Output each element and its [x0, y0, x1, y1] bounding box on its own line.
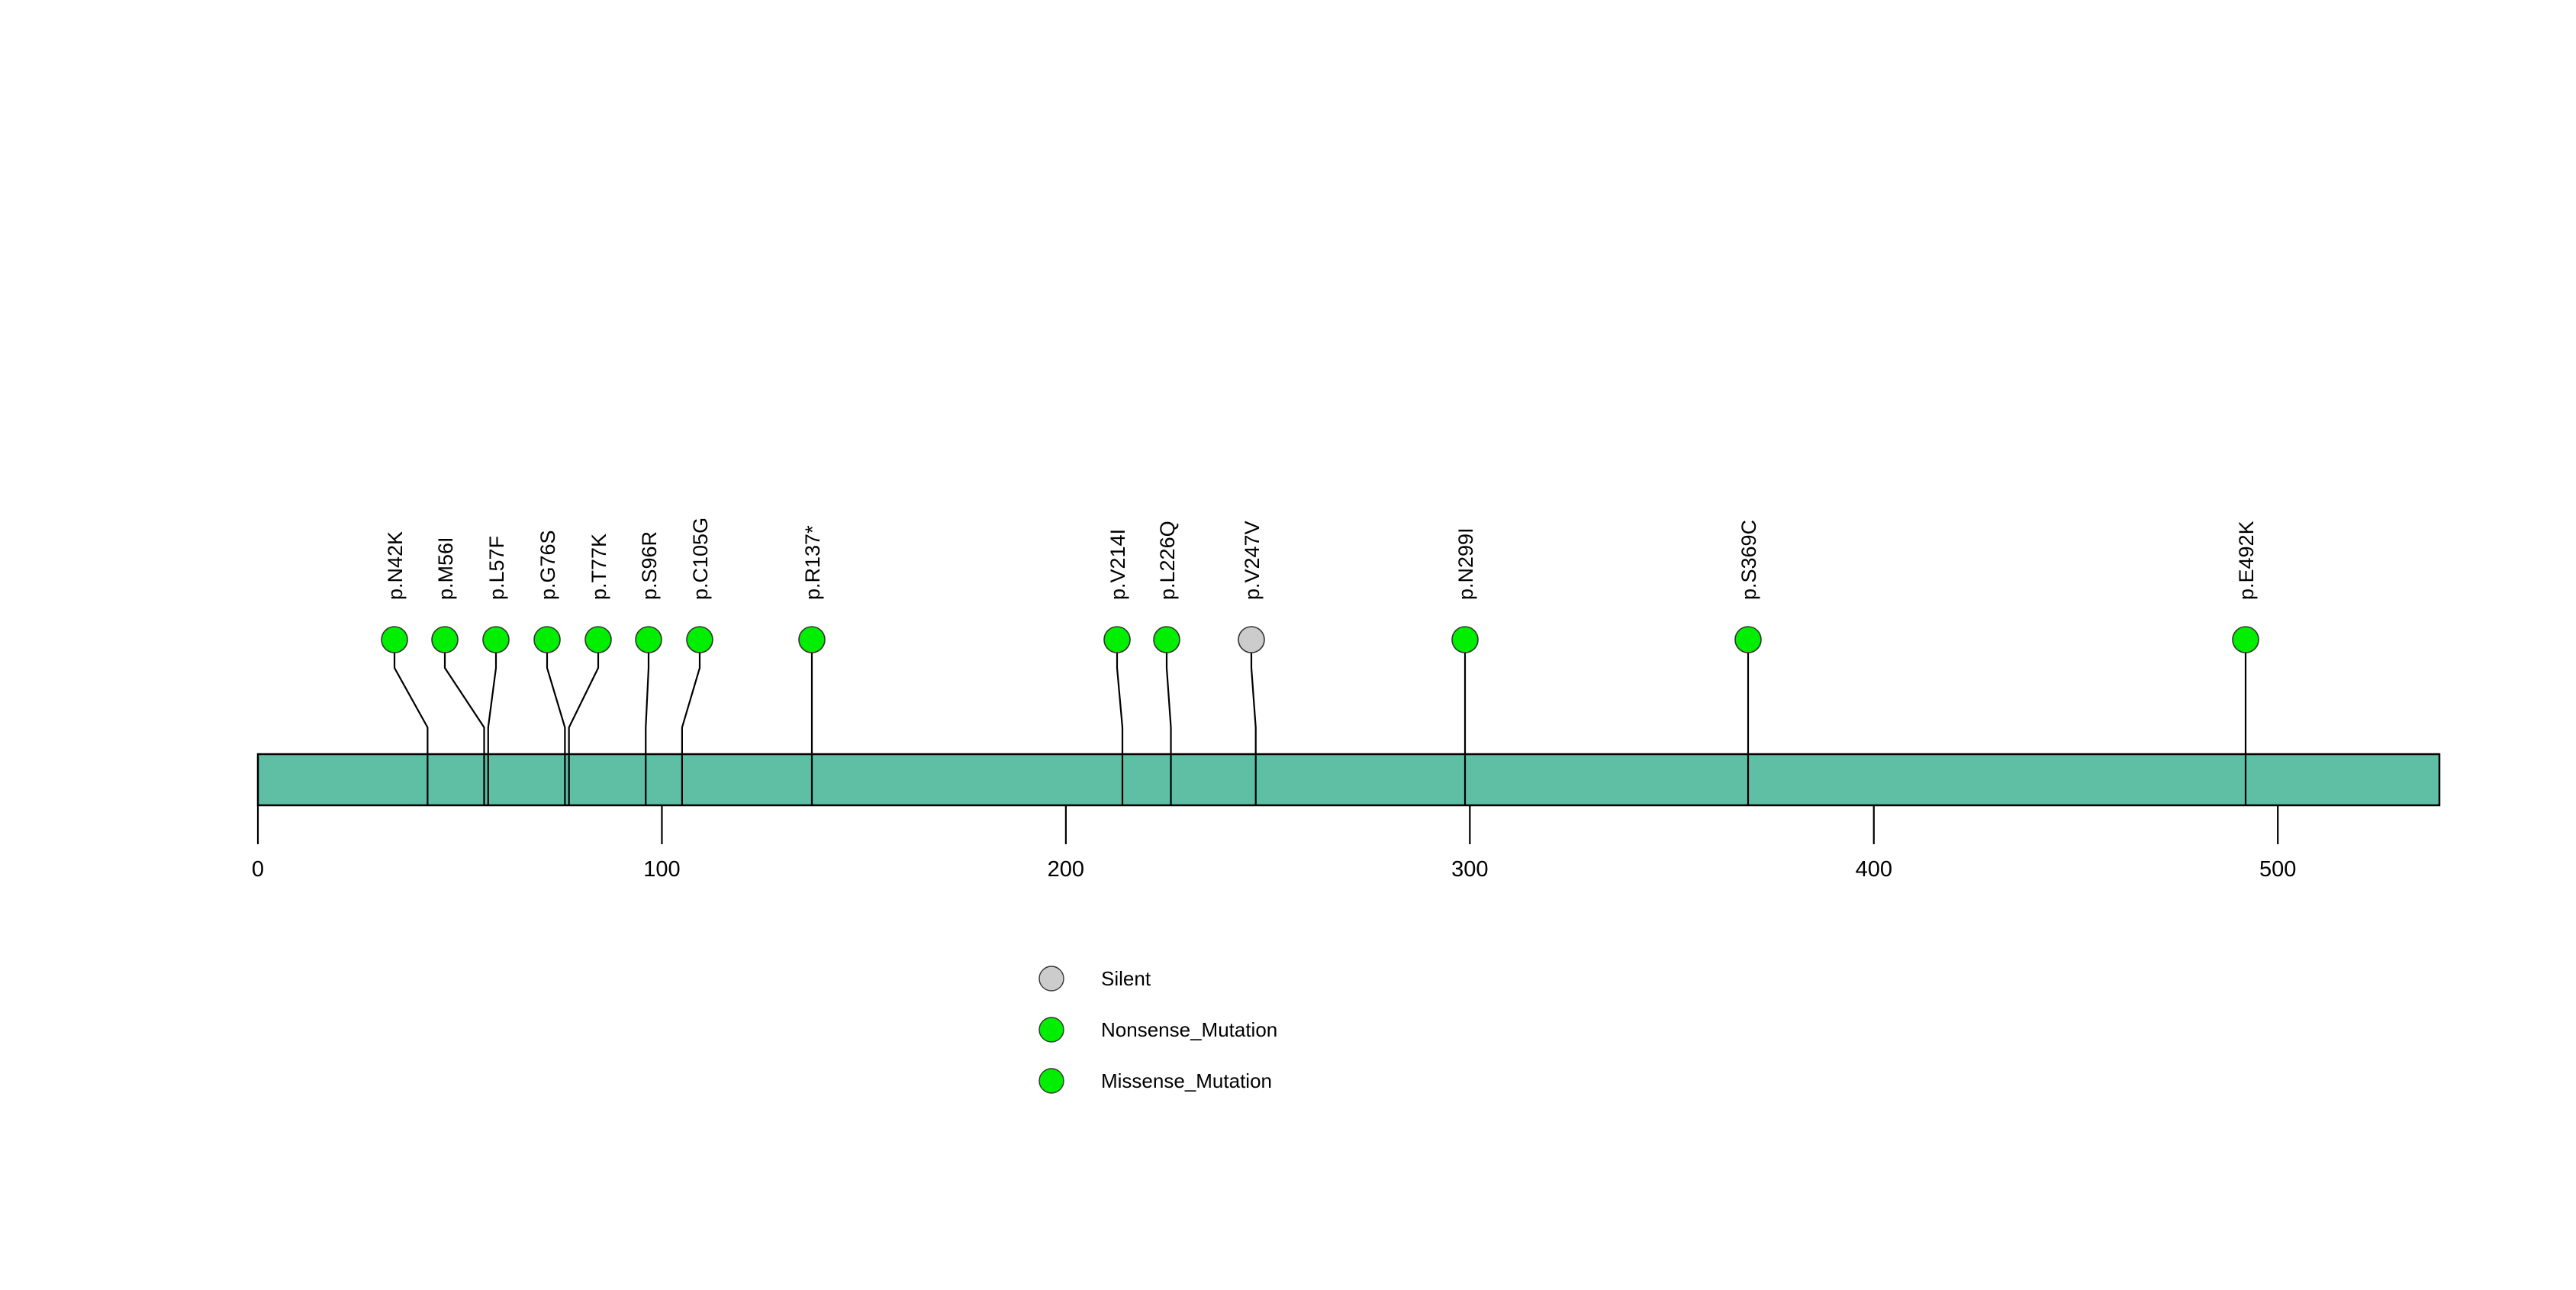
mutation-label: p.V247V: [1241, 521, 1264, 600]
legend-label: Nonsense_Mutation: [1101, 1018, 1277, 1041]
mutation-labels: p.N42K p.M56I p.L57F p.G76S p.T77K p.S96R p.C1…: [384, 518, 2258, 600]
mutation-label: p.N299I: [1454, 527, 1477, 600]
lollipop-head[interactable]: [1153, 626, 1180, 653]
lollipop-stem: [546, 653, 566, 805]
lollipop-head[interactable]: [533, 626, 561, 653]
mutation-label: p.L226Q: [1156, 521, 1179, 600]
lollipop-heads: [381, 626, 2259, 653]
axis-tick-label: 0: [252, 857, 264, 882]
lollipop-stem: [393, 653, 429, 805]
mutation-label: p.E492K: [2235, 521, 2258, 600]
mutation-label: p.N42K: [384, 531, 407, 600]
mutation-label: p.M56I: [434, 537, 457, 600]
axis-tick-label: 300: [1451, 857, 1488, 882]
mutation-label: p.V214I: [1106, 529, 1129, 600]
lollipop-stem: [1165, 653, 1172, 805]
lollipop-stems: [393, 653, 2247, 805]
axis-tick-label: 500: [2259, 857, 2296, 882]
lollipop-head[interactable]: [482, 626, 510, 653]
axis-tick-label: 200: [1048, 857, 1084, 882]
mutation-label: p.S96R: [638, 531, 661, 600]
protein-bar-rect: [256, 753, 2441, 807]
lollipop-head[interactable]: [1451, 626, 1479, 653]
mutation-label: p.G76S: [536, 530, 559, 600]
mutation-label: p.R137*: [801, 525, 824, 600]
lollipop-head[interactable]: [1734, 626, 1762, 653]
legend-label: Missense_Mutation: [1101, 1069, 1272, 1092]
lollipop-stem: [487, 653, 497, 805]
protein-backbone-bar: [256, 753, 2441, 807]
lollipop-head[interactable]: [381, 626, 408, 653]
lollipop-stem: [681, 653, 701, 805]
lollipop-stem: [645, 653, 650, 805]
position-axis: 0 100 200 300 400 500: [252, 805, 2296, 882]
lollipop-head[interactable]: [431, 626, 459, 653]
legend-swatch[interactable]: [1038, 966, 1064, 992]
lollipop-stem: [1250, 653, 1257, 805]
legend-swatch[interactable]: [1038, 1068, 1064, 1094]
mutation-label: p.C105G: [689, 518, 712, 600]
lollipop-stem: [1116, 653, 1124, 805]
lollipop-head[interactable]: [798, 626, 826, 653]
lollipop-head[interactable]: [686, 626, 713, 653]
mutation-label: p.L57F: [485, 536, 508, 600]
lollipop-head[interactable]: [584, 626, 612, 653]
legend-swatch[interactable]: [1038, 1017, 1064, 1043]
axis-tick-label: 400: [1856, 857, 1892, 882]
lollipop-head[interactable]: [2232, 626, 2259, 653]
lollipop-head[interactable]: [1238, 626, 1265, 653]
lollipop-stem: [443, 653, 485, 805]
lollipop-head[interactable]: [1103, 626, 1131, 653]
lollipop-head[interactable]: [635, 626, 662, 653]
mutation-label: p.S369C: [1737, 520, 1760, 600]
mutation-label: p.T77K: [588, 534, 610, 600]
axis-tick-label: 100: [643, 857, 680, 882]
lollipop-stem: [568, 653, 600, 805]
legend-label: Silent: [1101, 967, 1151, 990]
